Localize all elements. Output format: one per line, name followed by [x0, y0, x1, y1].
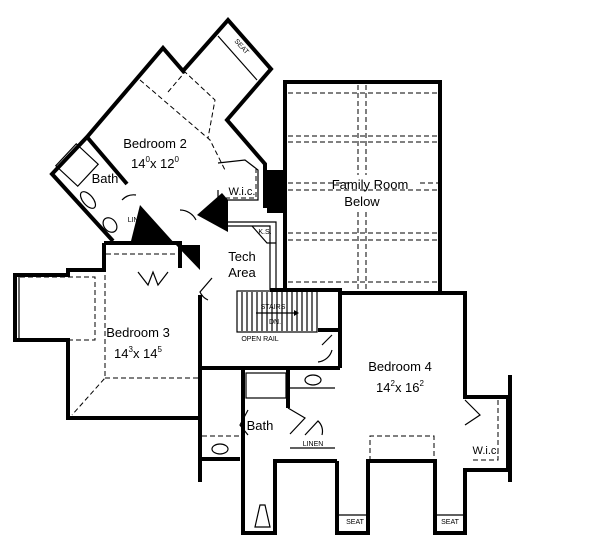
open-rail-label: OPEN RAIL [241, 336, 278, 343]
bedroom-4-label: Bedroom 4 142x 162 [368, 359, 432, 395]
family-room-label: Family Room [332, 177, 409, 192]
family-room-walls [283, 80, 442, 293]
wic-upper-label: W.i.c. [229, 186, 256, 198]
bedroom-2-walls [49, 16, 285, 270]
room-name: Bedroom 2 [123, 136, 187, 151]
area-label: Area [228, 265, 256, 280]
linen-upper-label: LINEN [128, 217, 149, 224]
room-size: 142x 162 [376, 379, 425, 395]
bath-lower-label: Bath [247, 418, 274, 433]
tech-area-walls [226, 221, 277, 290]
seat-left-label: SEAT [346, 519, 364, 526]
bedroom-3-label: Bedroom 3 143x 145 [106, 325, 170, 361]
stairs-dn-label: DN. [269, 319, 281, 326]
lower-walls [198, 334, 340, 535]
room-size: 140x 120 [131, 155, 180, 171]
bedroom-4-walls [335, 291, 512, 535]
bath-upper-label: Bath [92, 171, 119, 186]
tech-label: Tech [228, 249, 255, 264]
room-name: Bedroom 4 [368, 359, 432, 374]
bedroom-3-walls [13, 241, 213, 420]
stairs-label: STAIRS [261, 304, 286, 311]
room-name: Bedroom 3 [106, 325, 170, 340]
ks-label: K.S. [258, 229, 271, 236]
room-size: 143x 145 [114, 345, 163, 361]
seat-right-label: SEAT [441, 519, 459, 526]
linen-lower-label: LINEN [303, 441, 324, 448]
family-room-below-label: Below [344, 194, 380, 209]
wic-lower-label: W.i.c. [473, 445, 500, 457]
bedroom-2-label: Bedroom 2 140x 120 [123, 136, 187, 171]
stairs [236, 288, 342, 333]
